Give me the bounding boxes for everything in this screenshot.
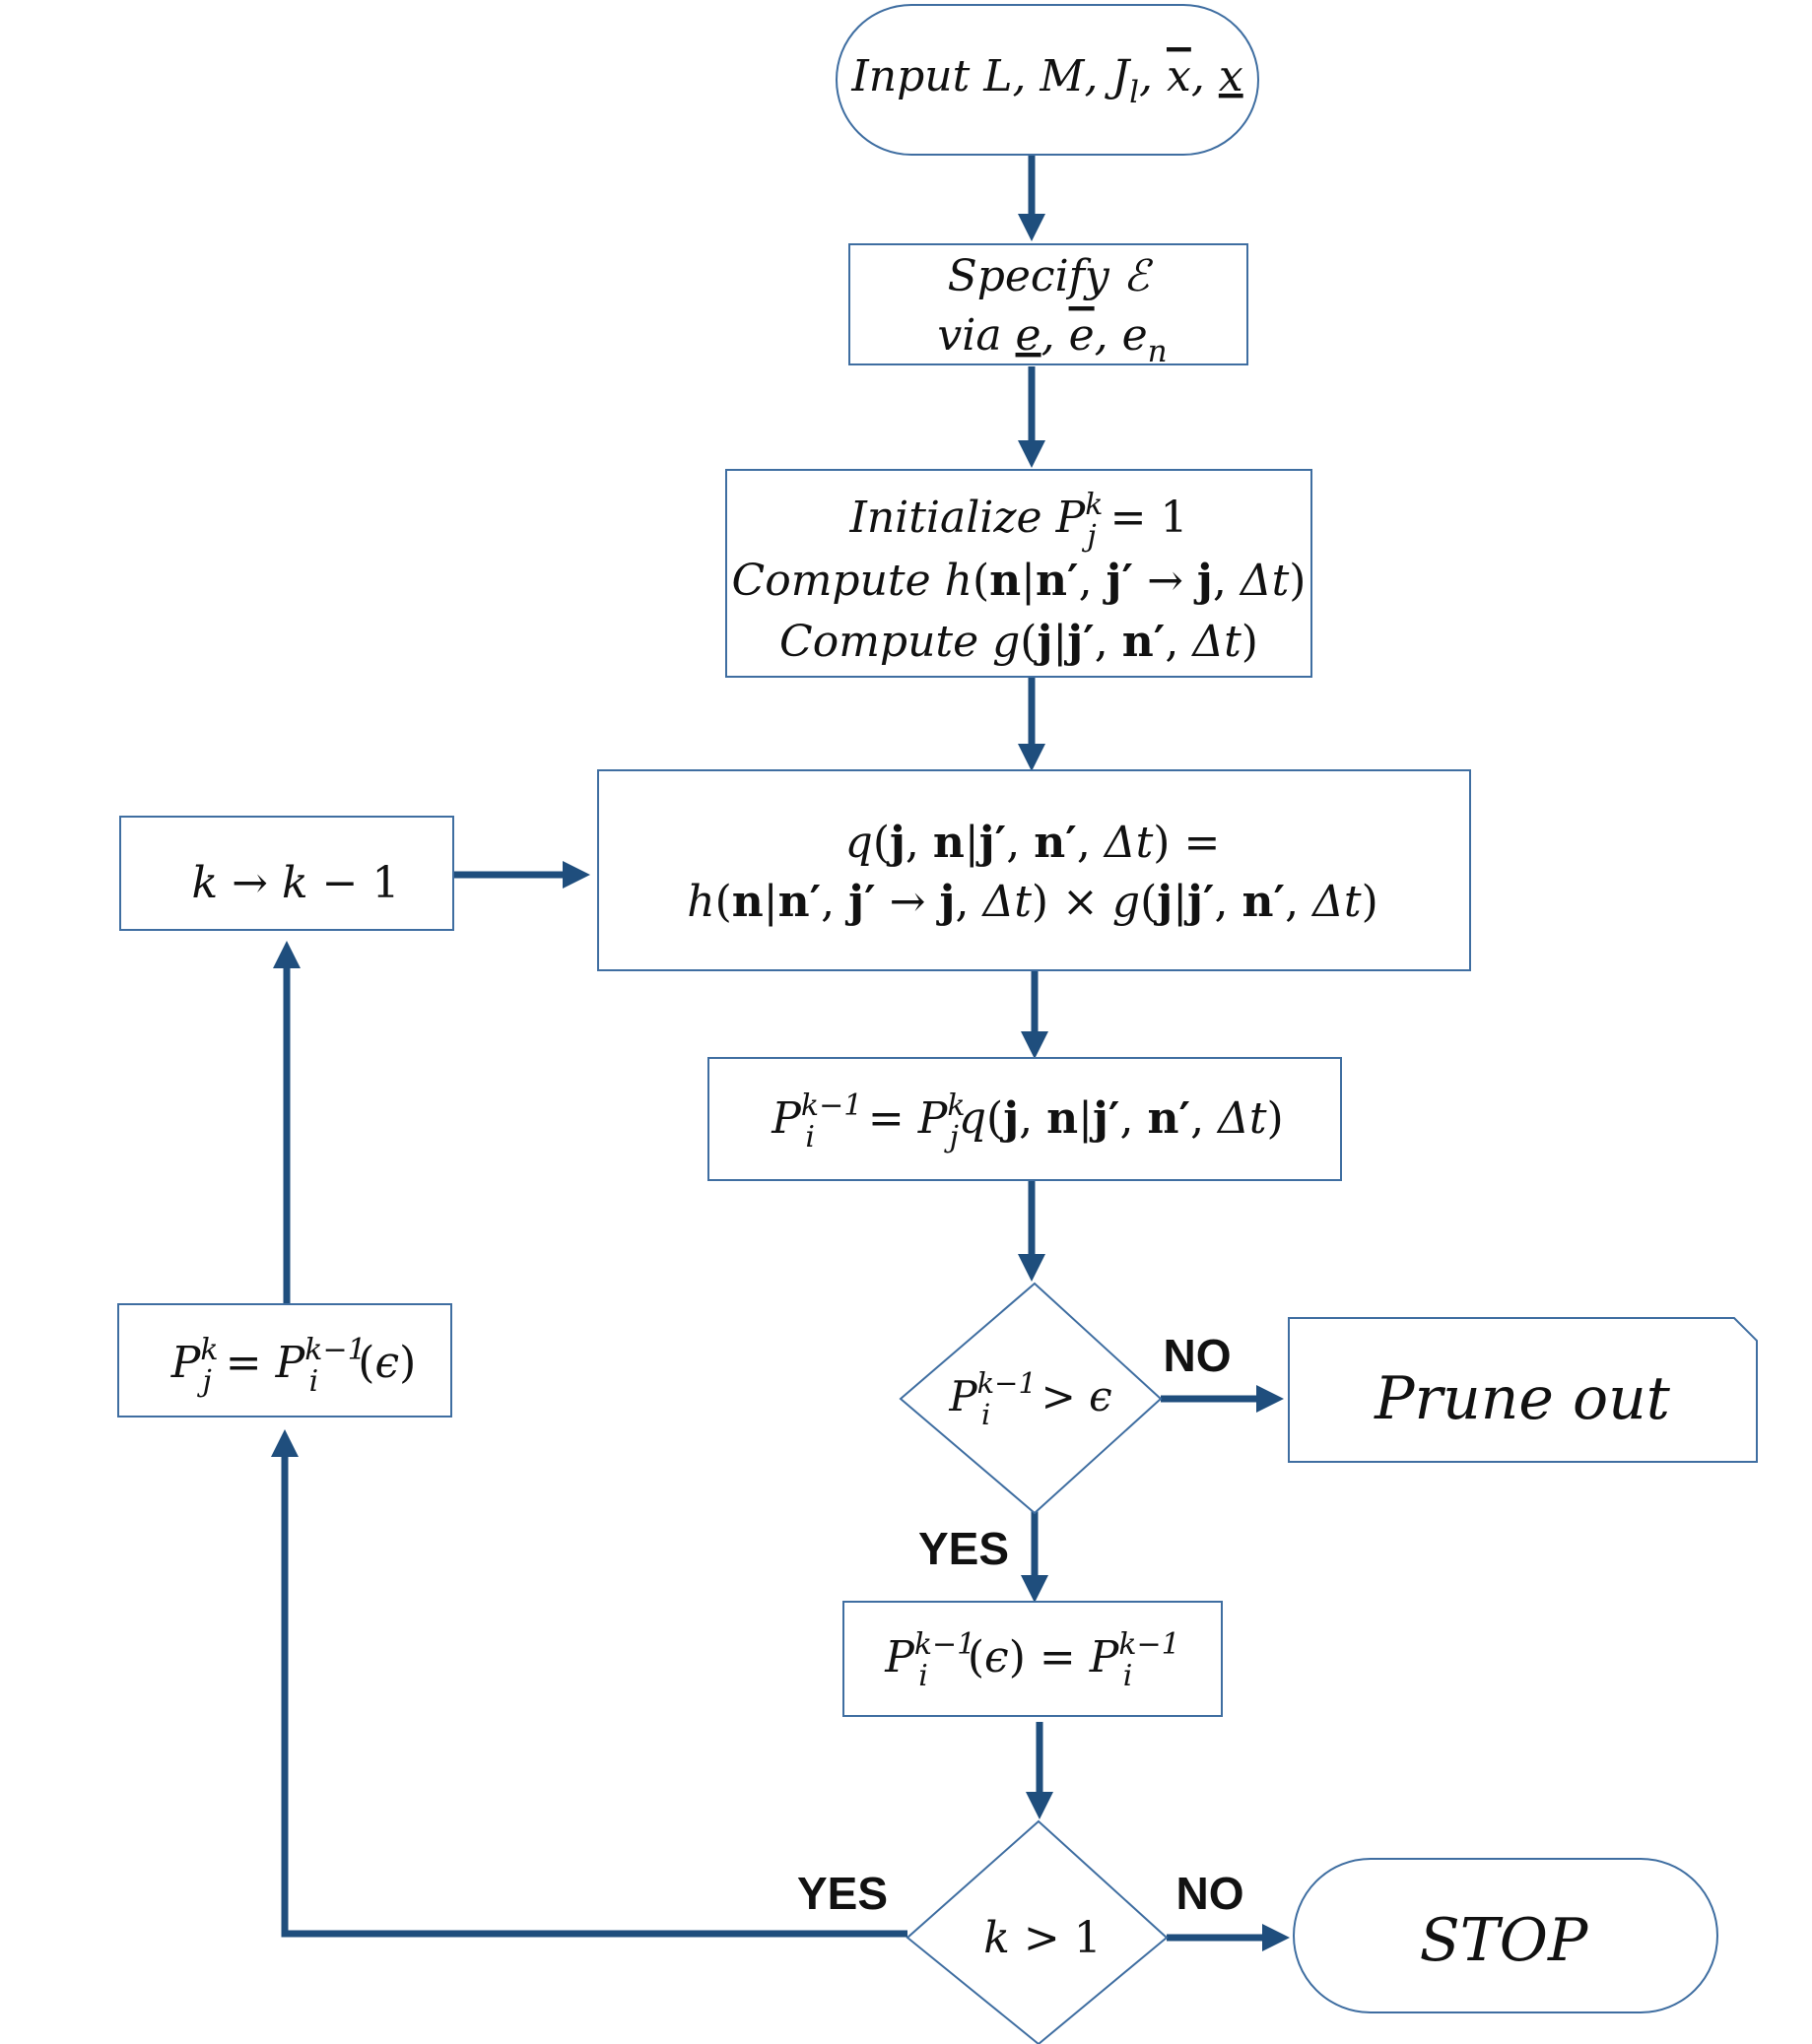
specify-line2: via e, e, en <box>937 310 1167 369</box>
connectors <box>271 156 1290 1951</box>
q-line2: h(n|n′, j′ → j, Δt) × g(j|j′, n′, Δt) <box>687 877 1378 927</box>
input-node: Input L, M, Jl, x, x <box>836 4 1259 156</box>
k-decision-label: k > 1 <box>983 1913 1102 1963</box>
stop-node: STOP <box>1293 1858 1718 2013</box>
label-yes-continue: YES <box>918 1523 1009 1574</box>
label-no-stop: NO <box>1176 1868 1244 1919</box>
label-no-prune: NO <box>1164 1330 1232 1381</box>
decrement-box: k → k − 1 <box>119 816 454 931</box>
prune-box: Prune out <box>1288 1317 1758 1463</box>
specify-box: Specify ℰ via e, e, en <box>848 243 1248 369</box>
k-decision: k > 1 <box>906 1819 1169 2044</box>
label-yes-loop: YES <box>797 1868 888 1919</box>
stop-label: STOP <box>1420 1906 1589 1975</box>
compute-h-line: Compute h(n|n′, j′ → j, Δt) <box>732 556 1307 606</box>
arrow-k-decision-loop-back <box>271 1429 907 1938</box>
compute-g-line: Compute g(j|j′, n′, Δt) <box>779 617 1258 667</box>
q-computation-box: q(j, n|j′, n′, Δt) = h(n|n′, j′ → j, Δt)… <box>597 769 1471 971</box>
q-line1: q(j, n|j′, n′, Δt) = <box>845 818 1221 868</box>
specify-line1: Specify ℰ <box>948 251 1154 301</box>
prune-label: Prune out <box>1374 1364 1671 1433</box>
input-label: Input L, M, Jl, x, x <box>850 51 1242 110</box>
decrement-label: k → k − 1 <box>191 858 399 908</box>
